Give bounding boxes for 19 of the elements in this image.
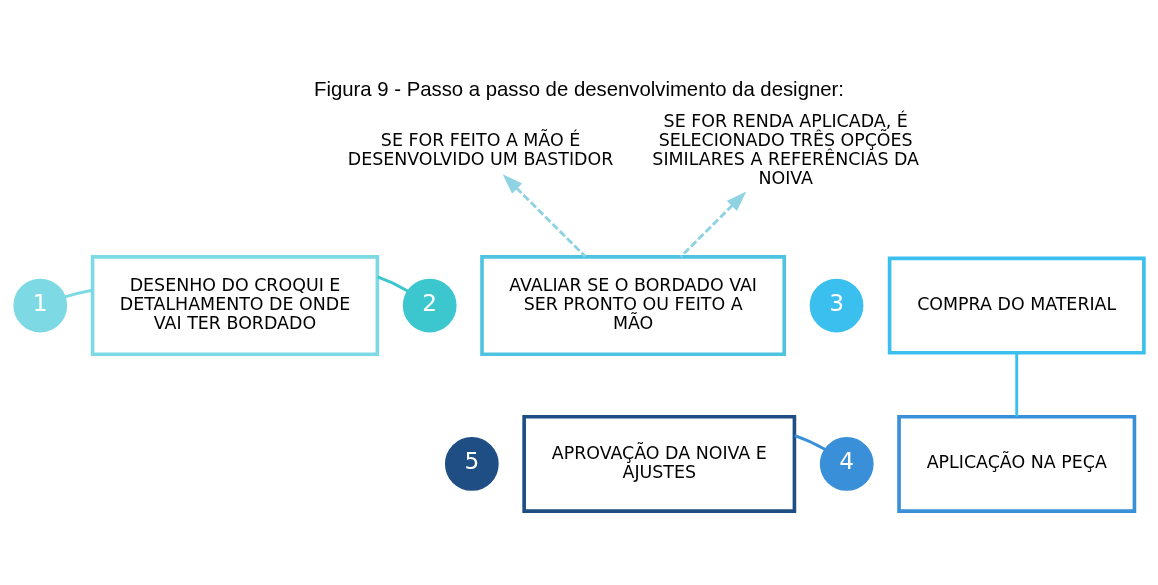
node-box: AVALIAR SE O BORDADO VAI SER PRONTO OU FEITO A MÃO <box>480 255 787 357</box>
node-box: APROVAÇÃO DA NOIVA E AJUSTES <box>522 414 797 513</box>
node-circle: 5 <box>444 437 499 491</box>
node-box: DESENHO DO CROQUI E DETALHAMENTO DE ONDE VAI TER BORDADO <box>90 255 380 357</box>
arrow <box>502 174 587 258</box>
node-circle: 3 <box>809 278 864 333</box>
connector <box>794 434 826 451</box>
connector <box>64 288 93 299</box>
node-box: APLICAÇÃO NA PEÇA <box>897 414 1137 513</box>
node-text: SE FOR RENDA APLICADA, É SELECIONADO TRÊS OPÇÕES SIMILARES A REFERÊNCIAS DA NOIVA <box>652 110 920 188</box>
connector <box>377 275 409 293</box>
node-text: SE FOR FEITO A MÃO É DESENVOLVIDO UM BASTIDOR <box>347 129 614 169</box>
node-circle: 4 <box>819 437 874 491</box>
arrow <box>679 191 747 258</box>
node-box: COMPRA DO MATERIAL <box>887 256 1146 355</box>
node-circle: 2 <box>402 278 457 333</box>
connector <box>1015 352 1019 417</box>
diagram-title: Figura 9 - Passo a passo de desenvolvimento da designer: <box>314 77 844 100</box>
node-circle: 1 <box>13 278 68 333</box>
